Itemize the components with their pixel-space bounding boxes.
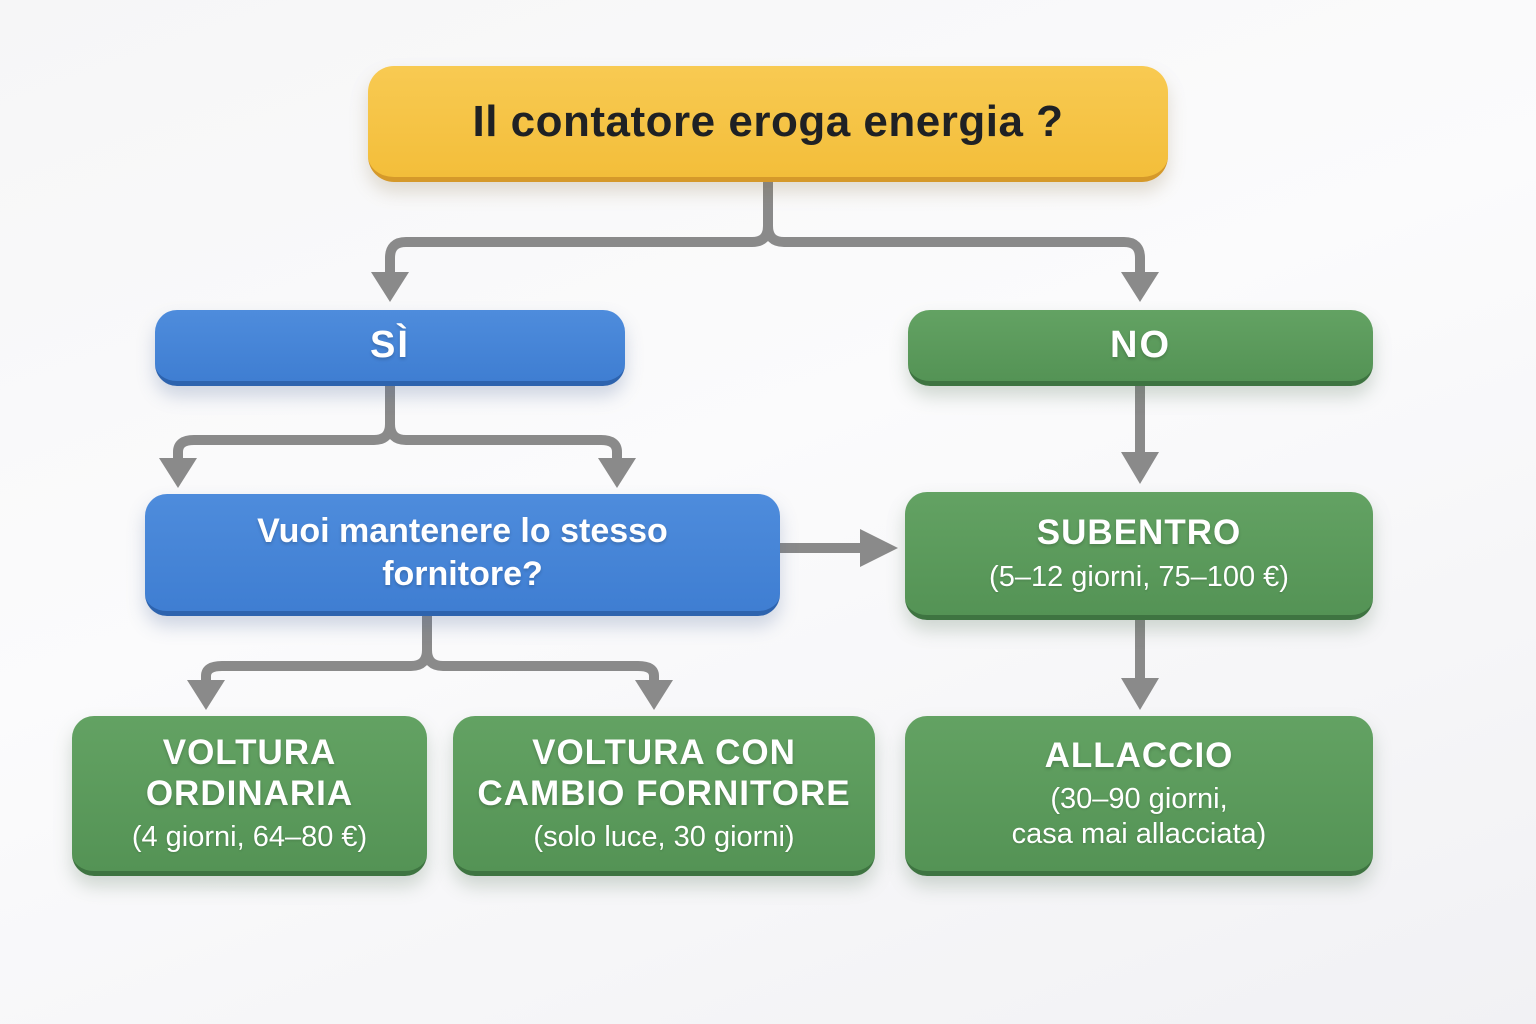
connector-yes-keep-left	[173, 386, 395, 458]
connector-keep-voltura-ordinaria	[201, 616, 432, 680]
no-label: NO	[1110, 324, 1171, 366]
node-voltura-cambio-fornitore: VOLTURA CON CAMBIO FORNITORE (solo luce,…	[453, 716, 875, 876]
allaccio-title: ALLACCIO	[1044, 736, 1234, 776]
node-no: NO	[908, 310, 1373, 386]
allaccio-subtitle-line2: casa mai allacciata)	[1011, 818, 1267, 851]
voltura-cambio-title-line1: VOLTURA CON	[532, 732, 796, 772]
node-allaccio: ALLACCIO (30–90 giorni, casa mai allacci…	[905, 716, 1373, 876]
node-keep-supplier-question: Vuoi mantenere lo stesso fornitore?	[145, 494, 780, 616]
arrowhead-to-allaccio	[1121, 678, 1159, 710]
connector-keep-voltura-cambio	[422, 616, 659, 680]
allaccio-subtitle-line1: (30–90 giorni,	[1050, 783, 1228, 816]
connector-yes-keep-right	[385, 386, 622, 458]
voltura-ordinaria-subtitle: (4 giorni, 64–80 €)	[131, 821, 368, 854]
arrowhead-no-to-subentro	[1121, 452, 1159, 484]
subentro-title: SUBENTRO	[1036, 513, 1242, 553]
connector-root-yes	[385, 182, 773, 272]
arrowhead-to-no	[1121, 272, 1159, 302]
connector-root-no	[763, 182, 1145, 272]
voltura-cambio-subtitle: (solo luce, 30 giorni)	[533, 821, 795, 854]
keep-supplier-line1: Vuoi mantenere lo stesso	[257, 512, 668, 550]
node-subentro: SUBENTRO (5–12 giorni, 75–100 €)	[905, 492, 1373, 620]
yes-label: SÌ	[370, 324, 410, 366]
arrowhead-to-yes	[371, 272, 409, 302]
subentro-subtitle: (5–12 giorni, 75–100 €)	[989, 560, 1289, 593]
arrowhead-to-keep-left	[159, 458, 197, 488]
voltura-cambio-title-line2: CAMBIO FORNITORE	[477, 774, 851, 814]
node-voltura-ordinaria: VOLTURA ORDINARIA (4 giorni, 64–80 €)	[72, 716, 427, 876]
arrowhead-to-voltura-cambio	[635, 680, 673, 710]
arrowhead-to-voltura-ordinaria	[187, 680, 225, 710]
node-root-question: Il contatore eroga energia ?	[368, 66, 1168, 182]
arrowhead-keep-to-subentro	[860, 529, 898, 567]
node-yes: SÌ	[155, 310, 625, 386]
voltura-ordinaria-title-line2: ORDINARIA	[145, 774, 354, 814]
root-question-label: Il contatore eroga energia ?	[472, 96, 1064, 146]
arrowhead-to-keep-right	[598, 458, 636, 488]
voltura-ordinaria-title-line1: VOLTURA	[162, 732, 337, 772]
keep-supplier-line2: fornitore?	[382, 554, 543, 593]
